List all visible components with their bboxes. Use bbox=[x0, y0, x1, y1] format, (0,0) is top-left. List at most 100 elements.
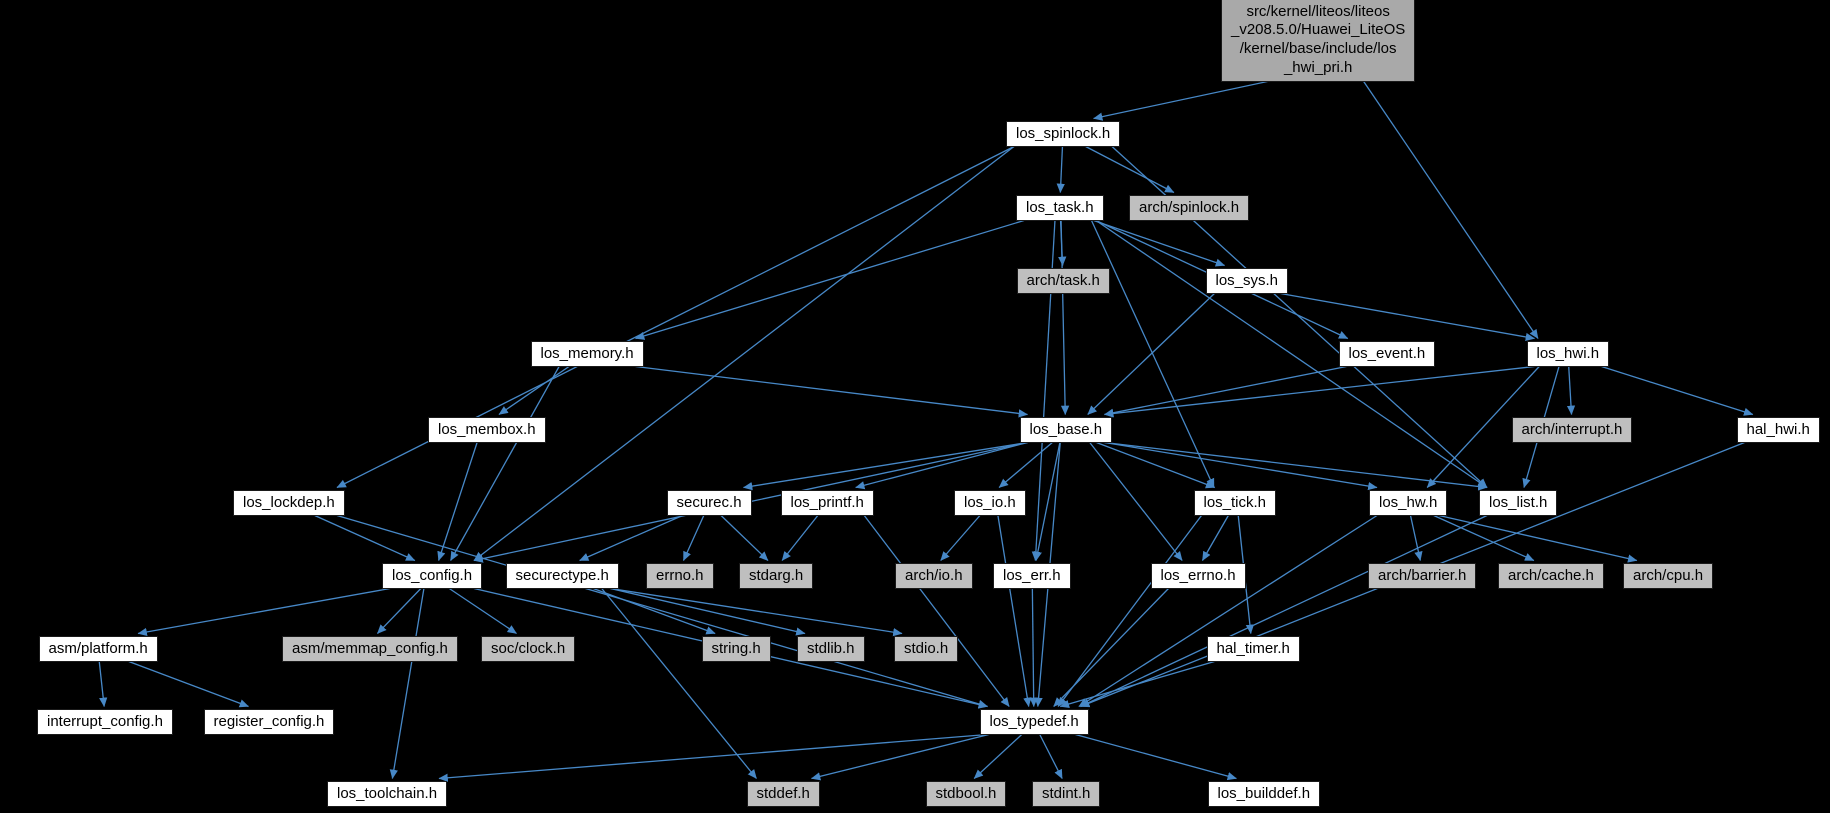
include-edge-los_hwi_pri-to-los_hwi bbox=[1362, 80, 1539, 339]
graph-node-los_spinlock[interactable]: los_spinlock.h bbox=[1006, 120, 1121, 148]
graph-node-los_io[interactable]: los_io.h bbox=[954, 489, 1026, 517]
include-edge-los_config-to-los_toolchain bbox=[389, 588, 425, 780]
graph-node-soc_clock: soc/clock.h bbox=[481, 635, 576, 663]
include-edge-securectype-to-stddef bbox=[601, 588, 757, 779]
graph-node-hal_hwi[interactable]: hal_hwi.h bbox=[1736, 416, 1820, 444]
include-edge-los_base-to-los_hw bbox=[1104, 441, 1378, 491]
include-edge-los_hw-to-los_typedef bbox=[1078, 514, 1378, 708]
include-edge-los_hwi-to-hal_hwi bbox=[1601, 365, 1754, 416]
include-edge-los_base-to-los_list bbox=[1104, 441, 1488, 491]
graph-node-los_err[interactable]: los_err.h bbox=[993, 562, 1071, 590]
include-edge-los_task-to-los_list bbox=[1095, 219, 1488, 489]
include-edge-los_lockdep-to-los_config bbox=[314, 514, 416, 562]
graph-node-arch_interrupt: arch/interrupt.h bbox=[1511, 416, 1633, 444]
include-edge-los_typedef-to-los_toolchain bbox=[438, 733, 988, 782]
include-edge-los_spinlock-to-los_config bbox=[473, 145, 1015, 562]
graph-node-hal_timer[interactable]: hal_timer.h bbox=[1206, 635, 1300, 663]
include-edge-los_base-to-los_io bbox=[998, 442, 1053, 488]
include-edge-los_base-to-los_err bbox=[1033, 442, 1061, 562]
include-edge-los_hw-to-arch_cpu bbox=[1438, 514, 1638, 563]
include-edge-los_typedef-to-stdbool bbox=[973, 734, 1023, 779]
include-edge-asm_platform-to-interrupt_config bbox=[98, 661, 108, 708]
graph-node-los_memory[interactable]: los_memory.h bbox=[530, 340, 644, 368]
graph-node-los_config[interactable]: los_config.h bbox=[382, 562, 483, 590]
include-edge-los_config-to-asm_memmap_config bbox=[376, 588, 422, 634]
include-edge-los_config-to-soc_clock bbox=[448, 587, 517, 635]
include-edge-los_printf-to-stdarg bbox=[781, 515, 819, 561]
include-edge-los_task-to-los_memory bbox=[635, 219, 1025, 340]
graph-node-los_sys[interactable]: los_sys.h bbox=[1205, 267, 1289, 295]
graph-node-arch_barrier: arch/barrier.h bbox=[1368, 562, 1477, 590]
include-edge-los_base-to-securec bbox=[742, 441, 1028, 491]
include-edge-los_spinlock-to-los_task bbox=[1056, 146, 1065, 194]
graph-node-los_hwi[interactable]: los_hwi.h bbox=[1526, 340, 1610, 368]
graph-node-string: string.h bbox=[701, 635, 771, 663]
graph-node-los_errno[interactable]: los_errno.h bbox=[1150, 562, 1246, 590]
include-edge-los_sys-to-los_hwi bbox=[1280, 292, 1536, 342]
include-edge-los_err-to-los_typedef bbox=[1029, 588, 1038, 708]
include-edge-los_typedef-to-stddef bbox=[810, 733, 989, 781]
include-edge-securec-to-errno bbox=[682, 515, 705, 561]
include-edge-los_memory-to-los_base bbox=[635, 365, 1029, 418]
graph-node-los_base[interactable]: los_base.h bbox=[1019, 416, 1113, 444]
graph-node-los_typedef[interactable]: los_typedef.h bbox=[979, 708, 1089, 736]
graph-node-stdint: stdint.h bbox=[1032, 780, 1101, 808]
include-edge-los_membox-to-los_config bbox=[437, 442, 478, 561]
include-edge-securectype-to-string bbox=[593, 587, 716, 635]
include-edge-los_list-to-los_typedef bbox=[1080, 514, 1488, 708]
include-edge-los_sys-to-los_base bbox=[1087, 293, 1215, 415]
include-edge-securectype-to-stdlib bbox=[610, 587, 806, 636]
include-edge-los_tick-to-los_typedef bbox=[1057, 515, 1203, 707]
graph-node-arch_io: arch/io.h bbox=[895, 562, 973, 590]
graph-node-stdbool: stdbool.h bbox=[925, 780, 1007, 808]
include-edge-los_base-to-los_tick bbox=[1096, 441, 1216, 489]
include-edge-los_io-to-arch_io bbox=[940, 515, 981, 561]
graph-node-los_hw[interactable]: los_hw.h bbox=[1369, 489, 1448, 517]
graph-node-los_hwi_pri: src/kernel/liteos/liteos _v208.5.0/Huawe… bbox=[1221, 0, 1416, 82]
graph-node-los_toolchain[interactable]: los_toolchain.h bbox=[327, 780, 448, 808]
include-edge-los_task-to-los_tick bbox=[1090, 220, 1215, 488]
graph-node-los_tick[interactable]: los_tick.h bbox=[1193, 489, 1277, 517]
include-edge-los_base-to-los_errno bbox=[1089, 442, 1183, 561]
include-edge-los_tick-to-los_errno bbox=[1201, 515, 1229, 561]
include-edge-los_task-to-los_base bbox=[1060, 220, 1070, 416]
graph-node-errno: errno.h bbox=[646, 562, 714, 590]
graph-node-stdio: stdio.h bbox=[894, 635, 959, 663]
graph-node-stdlib: stdlib.h bbox=[797, 635, 865, 663]
graph-node-los_builddef[interactable]: los_builddef.h bbox=[1207, 780, 1321, 808]
graph-node-los_list[interactable]: los_list.h bbox=[1479, 489, 1558, 517]
graph-node-los_event[interactable]: los_event.h bbox=[1338, 340, 1436, 368]
graph-node-arch_cache: arch/cache.h bbox=[1498, 562, 1604, 590]
include-edge-securec-to-stdarg bbox=[720, 515, 769, 561]
include-edge-los_hwi-to-los_base bbox=[1103, 365, 1535, 418]
include-edge-los_printf-to-los_typedef bbox=[863, 515, 1010, 707]
graph-node-los_lockdep[interactable]: los_lockdep.h bbox=[233, 489, 345, 517]
include-edge-los_hwi-to-arch_interrupt bbox=[1566, 366, 1576, 416]
include-edge-los_lockdep-to-los_typedef bbox=[336, 514, 988, 709]
graph-node-los_task[interactable]: los_task.h bbox=[1016, 194, 1104, 222]
include-edge-los_io-to-los_typedef bbox=[997, 515, 1032, 708]
include-edge-los_hwi_pri-to-los_spinlock bbox=[1093, 79, 1273, 121]
graph-node-arch_task: arch/task.h bbox=[1016, 267, 1110, 295]
graph-node-register_config[interactable]: register_config.h bbox=[203, 708, 335, 736]
include-edge-securec-to-securectype bbox=[579, 514, 683, 562]
include-edge-los_config-to-asm_platform bbox=[137, 587, 391, 637]
graph-node-securectype[interactable]: securectype.h bbox=[505, 562, 619, 590]
include-edge-los_typedef-to-los_builddef bbox=[1075, 733, 1237, 781]
include-edge-los_memory-to-los_membox bbox=[498, 365, 570, 416]
include-edge-los_task-to-los_sys bbox=[1093, 219, 1226, 267]
include-edge-los_memory-to-los_config bbox=[450, 366, 560, 561]
include-edge-securectype-to-stdio bbox=[610, 587, 903, 637]
graph-node-stddef: stddef.h bbox=[746, 780, 820, 808]
graph-node-interrupt_config[interactable]: interrupt_config.h bbox=[37, 708, 173, 736]
graph-node-los_membox[interactable]: los_membox.h bbox=[428, 416, 546, 444]
include-edge-los_spinlock-to-arch_spinlock bbox=[1085, 145, 1175, 194]
graph-node-los_printf[interactable]: los_printf.h bbox=[780, 489, 874, 517]
graph-node-asm_platform[interactable]: asm/platform.h bbox=[38, 635, 158, 663]
graph-node-arch_spinlock: arch/spinlock.h bbox=[1129, 194, 1250, 222]
include-edge-asm_platform-to-register_config bbox=[128, 660, 249, 708]
include-edge-los_hw-to-arch_cache bbox=[1433, 514, 1535, 562]
include-edge-los_typedef-to-stdint bbox=[1039, 734, 1063, 779]
graph-node-securec[interactable]: securec.h bbox=[666, 489, 752, 517]
